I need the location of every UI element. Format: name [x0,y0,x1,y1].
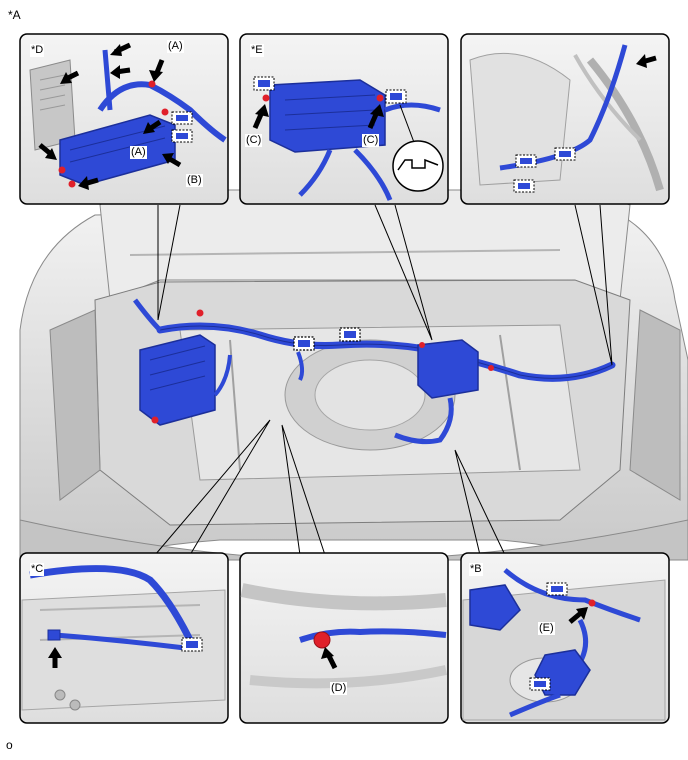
panel-e-callout-c-left: (C) [245,134,263,147]
panel-b-bracket [469,584,521,631]
panel-e-detail-circle [392,140,444,192]
panel-d-callout-b: (B) [186,174,203,187]
panel-e-tag: *E [250,44,264,57]
panel-d-callout-a-top: (A) [167,40,184,53]
panel-f [460,33,670,205]
footer-code: o [6,738,13,752]
panel-c-tag: *C [30,563,45,576]
figure-label: *A [8,8,21,22]
panel-d-tag: *D [30,44,45,57]
main-trunk-view [19,189,688,561]
panel-c [19,552,229,724]
panel-g-clamp [313,631,331,649]
panel-g-callout-d: (D) [330,682,348,695]
panel-f-harness [499,44,628,171]
panel-e [239,33,449,205]
leader-lines [154,204,613,556]
left-ecu-unit [139,334,216,426]
panel-b-callout-e: (E) [538,622,555,635]
panel-d [19,33,229,205]
panel-d-callout-a-mid: (A) [130,146,147,159]
center-relay-box [417,339,479,399]
panel-c-harness [29,565,194,642]
panel-e-callout-c-right: (C) [362,134,380,147]
panel-g [239,552,449,724]
panel-b [460,552,670,724]
panel-e-relay-box [269,79,386,153]
panel-b-tag: *B [469,563,483,576]
